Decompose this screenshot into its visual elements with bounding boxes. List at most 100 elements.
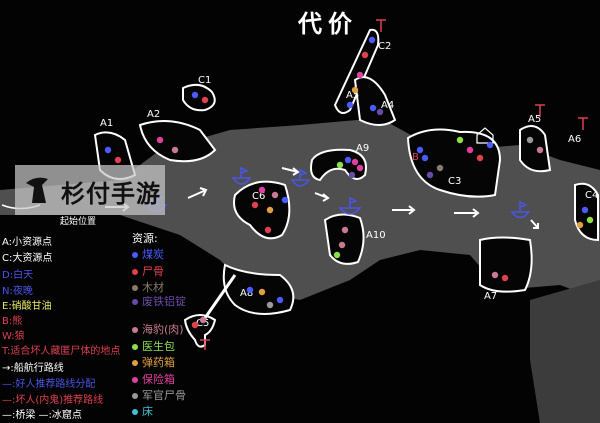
island-a2 xyxy=(138,120,217,163)
legend-item: W:狼 xyxy=(2,331,25,342)
house-icon xyxy=(476,127,494,144)
resource-marker xyxy=(251,201,259,209)
resource-marker xyxy=(436,164,444,172)
islands xyxy=(93,28,599,348)
resource-marker xyxy=(456,136,464,144)
island-a8 xyxy=(222,263,295,315)
label-c5: C5 xyxy=(196,318,209,329)
resource-marker xyxy=(486,141,494,149)
island-a5 xyxy=(519,125,552,173)
resource-marker xyxy=(333,251,341,259)
t-marker-icon xyxy=(200,339,210,350)
resource-item: 军官尸骨 xyxy=(132,390,186,402)
resource-item: 弹药箱 xyxy=(132,357,175,369)
resource-marker xyxy=(276,296,284,304)
resource-label: 尸骨 xyxy=(142,265,164,278)
resource-marker xyxy=(344,156,352,164)
resource-marker xyxy=(104,146,112,154)
watermark: 杉付手游 xyxy=(15,165,165,215)
resource-marker xyxy=(191,91,199,99)
route-arrow xyxy=(281,167,300,176)
resource-marker xyxy=(581,206,589,214)
resource-marker xyxy=(576,221,584,229)
resource-item: 海豹(肉) xyxy=(132,324,184,336)
resource-marker xyxy=(426,171,434,179)
route-arrow xyxy=(392,205,416,215)
label-a1: A1 xyxy=(100,118,113,129)
t-marker-icon xyxy=(535,104,545,117)
ship-icon xyxy=(510,200,531,219)
resource-marker xyxy=(201,96,209,104)
label-a3: A5 xyxy=(346,90,359,101)
route-arrow xyxy=(187,187,208,199)
resource-label: 医生包 xyxy=(142,340,175,353)
resource-item: 木材 xyxy=(132,282,164,294)
legend-item: →:船航行路线 xyxy=(2,363,64,374)
resource-marker xyxy=(466,146,474,154)
resource-dot-icon xyxy=(132,327,138,333)
route-arrow xyxy=(530,219,539,229)
resource-item: 尸骨 xyxy=(132,266,164,278)
watermark-logo-icon xyxy=(26,177,48,203)
resource-marker xyxy=(346,101,354,109)
resource-label: 军官尸骨 xyxy=(142,389,186,402)
label-a6: A6 xyxy=(568,134,581,145)
bridge xyxy=(203,274,237,319)
resource-marker xyxy=(246,286,254,294)
resource-marker xyxy=(191,321,199,329)
ship-icon xyxy=(338,196,362,215)
resource-item: 医生包 xyxy=(132,341,175,353)
resource-dot-icon xyxy=(132,409,138,415)
label-c2: C2 xyxy=(378,41,391,52)
island-a7 xyxy=(479,236,533,293)
resource-marker xyxy=(156,136,164,144)
resource-item: 保险箱 xyxy=(132,374,175,386)
resource-marker xyxy=(369,104,377,112)
label-a8: A8 xyxy=(240,288,253,299)
lower-right-sea xyxy=(530,280,600,423)
resource-dot-icon xyxy=(132,252,138,258)
legend-item: A:小资源点 xyxy=(2,237,53,248)
resource-marker xyxy=(361,51,369,59)
route-arrow xyxy=(314,192,330,202)
resource-label: 保险箱 xyxy=(142,373,175,386)
legend-item: B:熊 xyxy=(2,316,23,327)
resource-marker xyxy=(271,191,279,199)
resource-marker xyxy=(281,196,289,204)
resource-marker xyxy=(266,301,274,309)
resource-label: 煤炭 xyxy=(142,248,164,261)
resource-label: 木材 xyxy=(142,281,164,294)
resource-label: 床 xyxy=(142,405,153,418)
legend-item: —:桥梁 —:冰窟点 xyxy=(2,410,82,421)
label-b: B xyxy=(412,152,419,163)
label-a7: A7 xyxy=(484,291,497,302)
resource-dot-icon xyxy=(132,269,138,275)
label-a2: A2 xyxy=(147,109,160,120)
t-marker-icon xyxy=(376,19,386,32)
resource-marker xyxy=(258,186,266,194)
resource-marker xyxy=(356,164,364,172)
label-a5: A5 xyxy=(528,114,541,125)
resource-marker xyxy=(351,86,359,94)
resource-marker xyxy=(421,154,429,162)
ship-icon xyxy=(290,168,311,187)
legend-item: T:适合坏人藏匿尸体的地点 xyxy=(2,346,121,357)
resource-marker xyxy=(199,316,207,324)
resource-marker xyxy=(476,154,484,162)
resource-dot-icon xyxy=(132,393,138,399)
resource-marker xyxy=(376,108,384,116)
resource-marker xyxy=(491,271,499,279)
resource-item: 废铁铝锭 xyxy=(132,296,186,308)
legend-item: C:大资源点 xyxy=(2,253,53,264)
label-c4: C4 xyxy=(585,190,598,201)
label-c6: C6 xyxy=(252,191,265,202)
resource-dot-icon xyxy=(132,344,138,350)
resource-label: 弹药箱 xyxy=(142,356,175,369)
resource-label: 海豹(肉) xyxy=(142,323,184,336)
island-c2 xyxy=(333,28,380,115)
label-a4: A4 xyxy=(381,100,394,111)
resource-item: 煤炭 xyxy=(132,249,164,261)
resource-marker xyxy=(264,226,272,234)
resource-dot-icon xyxy=(132,360,138,366)
